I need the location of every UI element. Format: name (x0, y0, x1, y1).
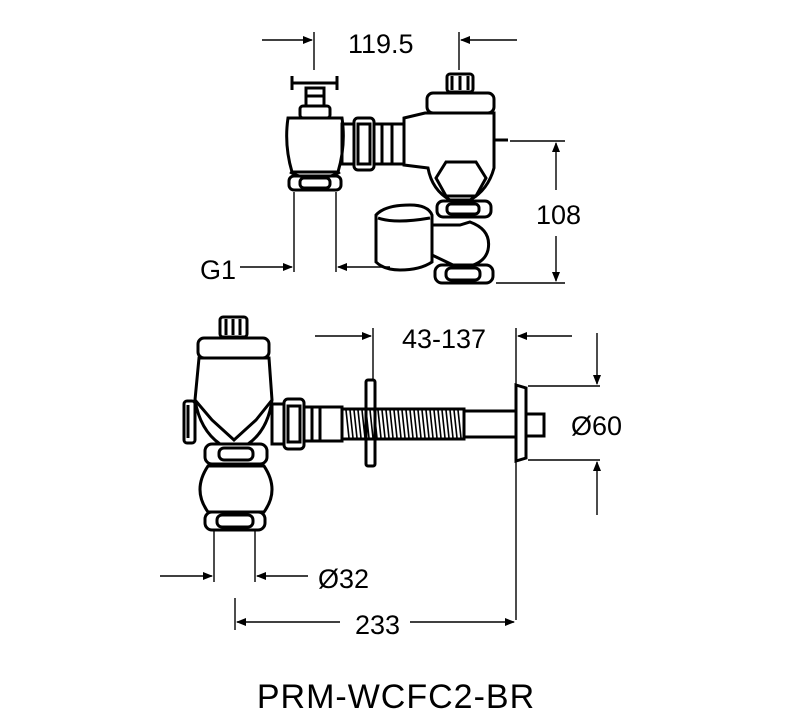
thread-line (369, 409, 374, 439)
thread-line (457, 409, 462, 439)
thread-line (409, 409, 414, 439)
thread-line (381, 409, 386, 439)
stop-valve-body (285, 116, 345, 192)
lower-outlet (198, 442, 274, 532)
outlet-assembly (374, 199, 495, 285)
stop-valve-handle (290, 76, 339, 120)
dim-label-flange-diameter: Ø60 (571, 411, 622, 441)
dim-label-top-height: 108 (536, 200, 581, 230)
thread-line (421, 409, 426, 439)
thread-line (397, 409, 402, 439)
thread-line (393, 409, 398, 439)
dimension-g1: G1 (200, 192, 390, 285)
thread-line (449, 409, 454, 439)
thread-line (349, 409, 354, 439)
threaded-rod (340, 407, 466, 441)
thread-line (357, 409, 362, 439)
thread-line (385, 409, 390, 439)
rosette-flange (514, 382, 546, 464)
thread-line (401, 409, 406, 439)
dim-label-total-length: 233 (355, 610, 400, 640)
top-view: 119.5 108 G1 (200, 29, 581, 285)
bottom-view: 43-137 Ø60 Ø32 233 (160, 315, 622, 640)
thread-line (453, 409, 458, 439)
thread-line (429, 409, 434, 439)
thread-line (417, 409, 422, 439)
thread-line (445, 409, 450, 439)
thread-line (413, 409, 418, 439)
thread-line (441, 409, 446, 439)
outlet-pipe (462, 409, 518, 439)
dim-label-adjust-range: 43-137 (402, 324, 486, 354)
wall-flange-left (364, 378, 377, 468)
thread-line (389, 409, 394, 439)
connecting-nut (340, 116, 406, 172)
dim-label-outlet-diameter: Ø32 (318, 564, 369, 594)
thread-line (377, 409, 382, 439)
dimension-233: 233 (234, 598, 515, 640)
thread-line (405, 409, 410, 439)
thread-line (425, 409, 430, 439)
model-number: PRM-WCFC2-BR (257, 678, 535, 716)
inlet-pipe (302, 405, 344, 443)
thread-line (345, 409, 350, 439)
flush-valve-body (402, 72, 508, 202)
dim-label-inlet-thread: G1 (200, 255, 236, 285)
union-nut (270, 397, 306, 451)
dim-label-top-width: 119.5 (348, 29, 414, 59)
dimension-43-137: 43-137 (315, 324, 572, 620)
dimension-diameter-32: Ø32 (160, 530, 369, 594)
thread-line (433, 409, 438, 439)
dimension-108: 108 (496, 140, 581, 284)
thread-line (437, 409, 442, 439)
flush-valve-cap (196, 315, 271, 360)
thread-line (353, 409, 358, 439)
dimension-119-5: 119.5 (262, 29, 517, 70)
dimension-diameter-60: Ø60 (528, 333, 622, 515)
flush-valve-main (182, 356, 274, 446)
